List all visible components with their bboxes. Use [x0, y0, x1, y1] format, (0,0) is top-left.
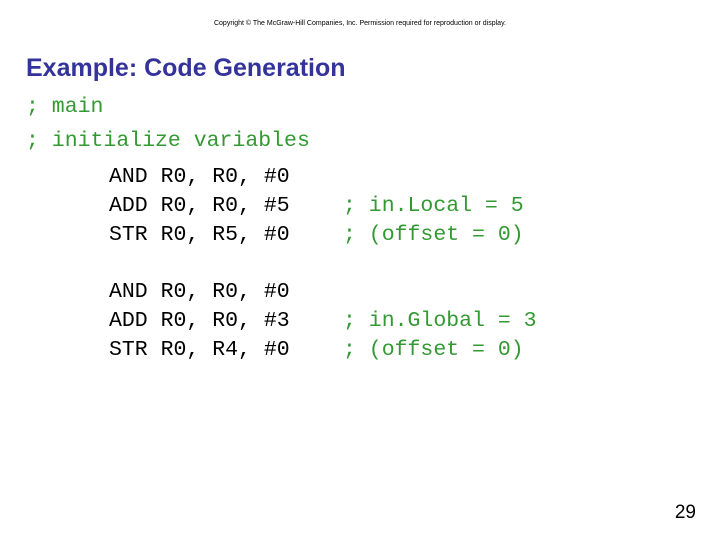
code-line-str-2: STR R0, R4, #0 — [109, 338, 290, 362]
comment-initialize-variables: ; initialize variables — [26, 129, 310, 153]
code-line-add-1: ADD R0, R0, #5 — [109, 194, 290, 218]
code-line-add-2: ADD R0, R0, #3 — [109, 309, 290, 333]
code-comment-offset-1: ; (offset = 0) — [343, 223, 524, 247]
code-line-str-1: STR R0, R5, #0 — [109, 223, 290, 247]
page-number: 29 — [674, 502, 696, 523]
code-comment-inglobal: ; in.Global = 3 — [343, 309, 537, 333]
code-line-and-1: AND R0, R0, #0 — [109, 165, 290, 189]
copyright-notice: Copyright © The McGraw-Hill Companies, I… — [213, 20, 506, 27]
code-comment-inlocal: ; in.Local = 5 — [343, 194, 524, 218]
code-line-and-2: AND R0, R0, #0 — [109, 280, 290, 304]
slide-title: Example: Code Generation — [26, 54, 346, 82]
code-comment-offset-2: ; (offset = 0) — [343, 338, 524, 362]
comment-main: ; main — [26, 95, 104, 119]
